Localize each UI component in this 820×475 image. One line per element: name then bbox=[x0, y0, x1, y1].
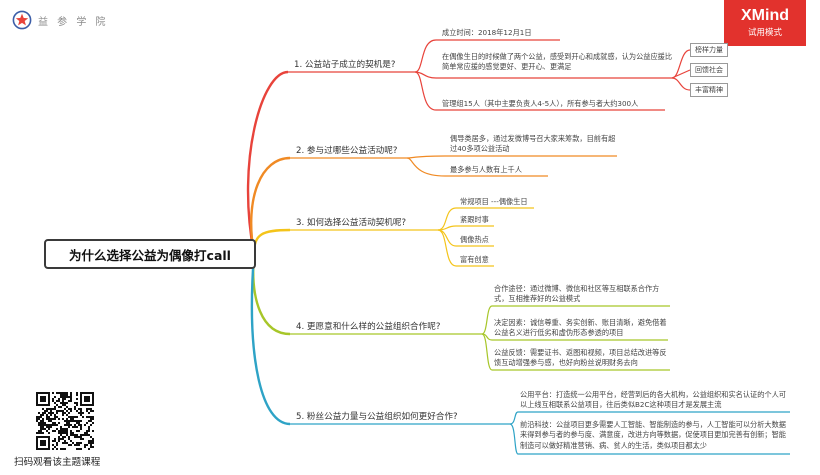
branch-4-node-2[interactable]: 决定因素：诚信尊重、务实创新、账目清晰，避免借着公益名义进行低劣和虚伪形态参透的… bbox=[494, 318, 667, 338]
branch-1-node-1[interactable]: 成立时间：2018年12月1日 bbox=[442, 28, 532, 37]
branch-1-subnode-3[interactable]: 丰富精神 bbox=[690, 83, 728, 97]
branch-5-node-2[interactable]: 前沿科技：公益项目更多需要人工智能、智能制造的参与，人工智能可以分析大数据来得到… bbox=[520, 420, 786, 450]
branch-1-title[interactable]: 1. 公益站子成立的契机是? bbox=[294, 60, 396, 70]
star-logo-icon bbox=[12, 10, 32, 30]
branch-2-connector bbox=[250, 156, 291, 255]
branch-4-title[interactable]: 4. 更愿意和什么样的公益组织合作呢? bbox=[296, 322, 441, 332]
branch-5-title[interactable]: 5. 粉丝公益力量与公益组织如何更好合作? bbox=[296, 412, 458, 422]
branch-4-node-1[interactable]: 合作途径：通过微博、微信和社区等互相联系合作方式，互相推荐好的公益模式 bbox=[494, 284, 660, 304]
xmind-brand: XMind bbox=[741, 7, 789, 24]
branch-4-connector bbox=[252, 253, 291, 336]
branch-2-node-1[interactable]: 偶导类居多，通过发微博号召大家来筹款，目前有超过40多项公益活动 bbox=[450, 134, 616, 154]
qr-code-icon[interactable] bbox=[36, 392, 94, 450]
xmind-mode: 试用模式 bbox=[747, 28, 782, 38]
branch-3-node-1[interactable]: 常规项目 ---偶像生日 bbox=[460, 197, 528, 206]
branch-4-node-3[interactable]: 公益反馈：需要证书、返图和视频，项目总结改进等反馈互动增强参与感，也好向粉丝说明… bbox=[494, 348, 667, 368]
branch-5-node-1[interactable]: 公用平台：打造统一公用平台，经营到后的各大机构，公益组织和实名认证的个人可以上线… bbox=[520, 390, 786, 410]
branch-1-subnode-2[interactable]: 回馈社会 bbox=[690, 63, 728, 77]
branch-1-node-2[interactable]: 在偶像生日的时候做了两个公益，感受到开心和成就感，认为公益应援比简单常应援的感觉… bbox=[442, 52, 673, 72]
branch-3-connector bbox=[252, 228, 291, 255]
branch-1-node-3[interactable]: 管理组15人（其中主要负责人4-5人），所有参与者大约300人 bbox=[442, 99, 639, 108]
qr-caption: 扫码观看该主题课程 bbox=[14, 457, 101, 468]
central-topic[interactable]: 为什么选择公益为偶像打call bbox=[44, 239, 256, 269]
branch-3-title[interactable]: 3. 如何选择公益活动契机呢? bbox=[296, 218, 407, 228]
branch-1-subnode-1[interactable]: 榜样力量 bbox=[690, 43, 728, 57]
branch-3-node-3[interactable]: 偶像热点 bbox=[460, 235, 489, 244]
branch-1-connector bbox=[246, 70, 289, 255]
branch-2-node-2[interactable]: 最多参与人数有上千人 bbox=[450, 165, 522, 174]
branch-3-node-2[interactable]: 紧跟时事 bbox=[460, 215, 489, 224]
branch-2-title[interactable]: 2. 参与过哪些公益活动呢? bbox=[296, 146, 398, 156]
brand-logo: 益 参 学 院 bbox=[12, 10, 109, 30]
branch-3-node-4[interactable]: 富有创意 bbox=[460, 255, 489, 264]
branch-5-connector bbox=[250, 253, 291, 426]
xmind-trial-badge[interactable]: XMind 试用模式 bbox=[724, 0, 806, 46]
brand-name: 益 参 学 院 bbox=[38, 16, 109, 28]
